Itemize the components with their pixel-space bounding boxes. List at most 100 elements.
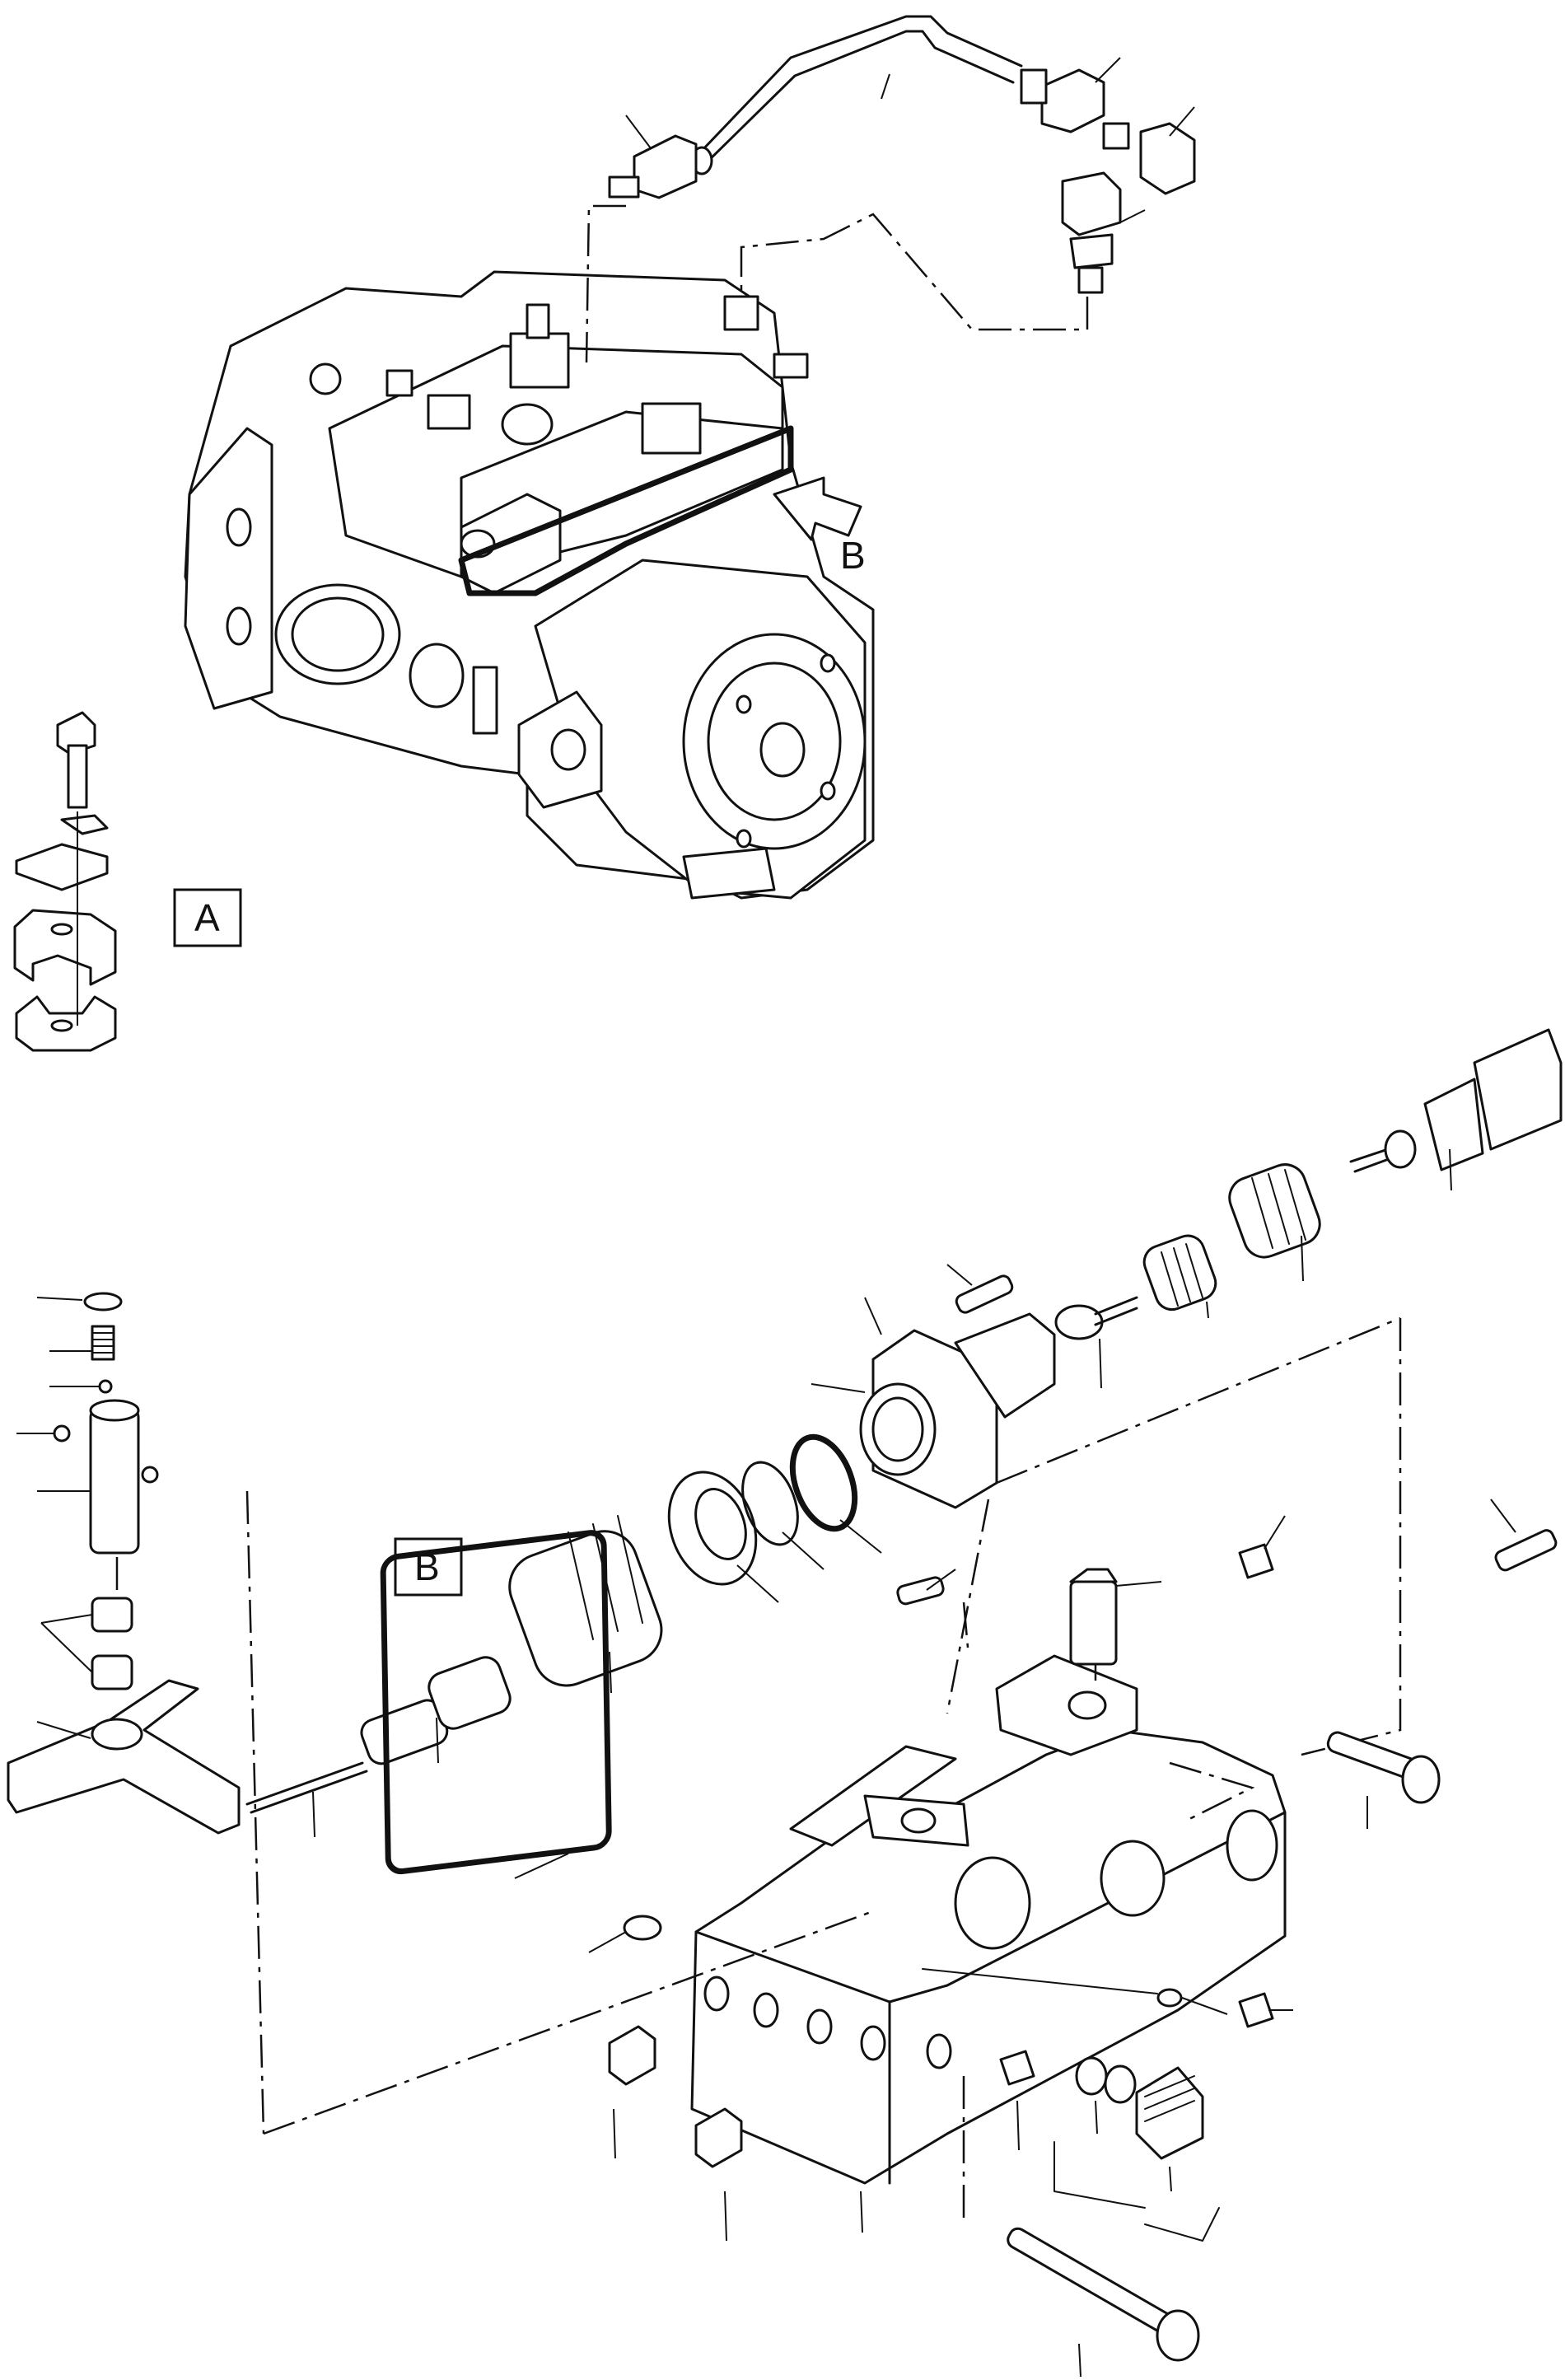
boss <box>427 394 471 430</box>
detail-a-box <box>173 888 242 947</box>
spool-assembly <box>245 1433 882 1838</box>
cap-nut <box>1139 122 1196 195</box>
fitting-stem <box>526 303 550 339</box>
inner-spring <box>1142 1234 1217 1312</box>
small-plug <box>1238 1992 1274 2028</box>
pipe-line-assembly <box>585 15 1196 363</box>
tie-bolt-head <box>1156 2309 1200 2362</box>
view-arrow-letter: B <box>840 534 866 577</box>
side-plug <box>409 643 465 708</box>
connector-tip <box>1077 266 1104 294</box>
long-bolt-head <box>1401 1755 1441 1804</box>
pipe-upper-edge <box>698 15 1023 154</box>
valve-seat <box>1104 2064 1137 2104</box>
connector-body <box>1069 233 1114 269</box>
clamp-plate <box>15 843 109 891</box>
control-pin <box>245 1761 364 1806</box>
body-port <box>954 1856 1031 1950</box>
name-plate <box>472 666 498 735</box>
valve-cone <box>1075 2056 1108 2096</box>
fitting-block <box>509 332 570 389</box>
shaft-center <box>759 722 806 778</box>
dashed-connector <box>946 1499 990 1714</box>
socket-plug <box>608 2025 656 2086</box>
leader-line <box>1119 209 1146 223</box>
adjust-nut <box>1384 1129 1417 1169</box>
dashed-connector <box>996 1316 1401 1485</box>
elbow-outlet <box>1102 122 1130 150</box>
spring-small <box>91 1325 115 1361</box>
body-port <box>1226 1809 1278 1882</box>
leader-line <box>1169 106 1195 137</box>
fitting-tip-left <box>608 175 640 199</box>
dashed-connector <box>1301 1318 1402 1756</box>
pipe-lower-edge <box>698 30 1015 171</box>
ball <box>141 1466 159 1484</box>
clamp-bolt-shank <box>67 744 88 809</box>
fitting-nut-left <box>633 134 698 199</box>
flange-bolt <box>226 606 252 646</box>
side-fitting <box>773 353 809 379</box>
collar <box>667 1471 758 1586</box>
spring-seat <box>1054 1304 1104 1340</box>
small-screw <box>1156 1988 1183 2008</box>
elbow-fitting <box>1040 68 1105 133</box>
control-lever <box>7 1679 241 1835</box>
dashed-connector <box>740 213 1089 331</box>
cover-body <box>954 1312 1056 1419</box>
small-o-ring <box>623 1915 662 1941</box>
ball <box>53 1424 71 1442</box>
loose-bolt <box>1494 1529 1558 1572</box>
clamp-bolt-head <box>56 711 96 755</box>
face-bolt <box>736 694 752 714</box>
view-arrow-icon <box>773 476 862 541</box>
seat-stem <box>1094 1296 1138 1326</box>
flange-bolt <box>309 362 342 395</box>
ball <box>98 1379 113 1394</box>
body-plug <box>1069 1580 1118 1666</box>
drain-port <box>682 847 776 900</box>
detail-a-clamp: A <box>13 711 242 1052</box>
valve-body <box>245 1316 1441 2378</box>
needle-bearing <box>91 1597 133 1633</box>
adjust-screw-plug <box>1135 2066 1204 2160</box>
body-port <box>1100 1840 1166 1917</box>
solenoid <box>460 493 562 595</box>
solenoid-cap <box>641 402 702 455</box>
clamp-upper-half <box>13 909 117 986</box>
tab-washer <box>60 814 109 835</box>
dowel-pin <box>896 1576 945 1606</box>
leader-line <box>625 115 652 149</box>
gasket <box>380 1530 612 1875</box>
face-bolt <box>736 829 752 849</box>
boss <box>385 369 413 397</box>
control-port <box>501 403 554 446</box>
pilot-sleeve <box>427 1656 512 1730</box>
o-ring-heavy <box>789 1433 858 1532</box>
small-plug <box>1238 1543 1274 1579</box>
dashed-connector <box>585 204 626 363</box>
hydraulic-pump-assembly <box>184 270 875 900</box>
view-arrow-b: B <box>773 476 866 577</box>
flange-bolt <box>226 507 252 547</box>
adjust-cap <box>1473 1028 1563 1151</box>
face-bolt <box>820 781 836 801</box>
leader-line <box>881 73 890 100</box>
outer-spring <box>1228 1163 1321 1259</box>
cover-bolt <box>955 1274 1014 1314</box>
connector-nut <box>1061 171 1122 236</box>
detail-a-letter: A <box>194 896 220 939</box>
socket-plug <box>694 2107 743 2168</box>
face-bolt <box>820 653 836 673</box>
dashed-connector <box>1169 1761 1255 1822</box>
lever-pin <box>89 1407 140 1555</box>
o-ring <box>741 1461 799 1546</box>
snap-ring <box>83 1292 123 1312</box>
needle-bearing <box>91 1654 133 1690</box>
detail-b-control-valve: B <box>7 1028 1563 2378</box>
top-fitting <box>723 295 759 331</box>
dashed-connector <box>245 1490 265 2135</box>
front-flange <box>184 427 273 710</box>
cover-assembly <box>811 1028 1563 1572</box>
